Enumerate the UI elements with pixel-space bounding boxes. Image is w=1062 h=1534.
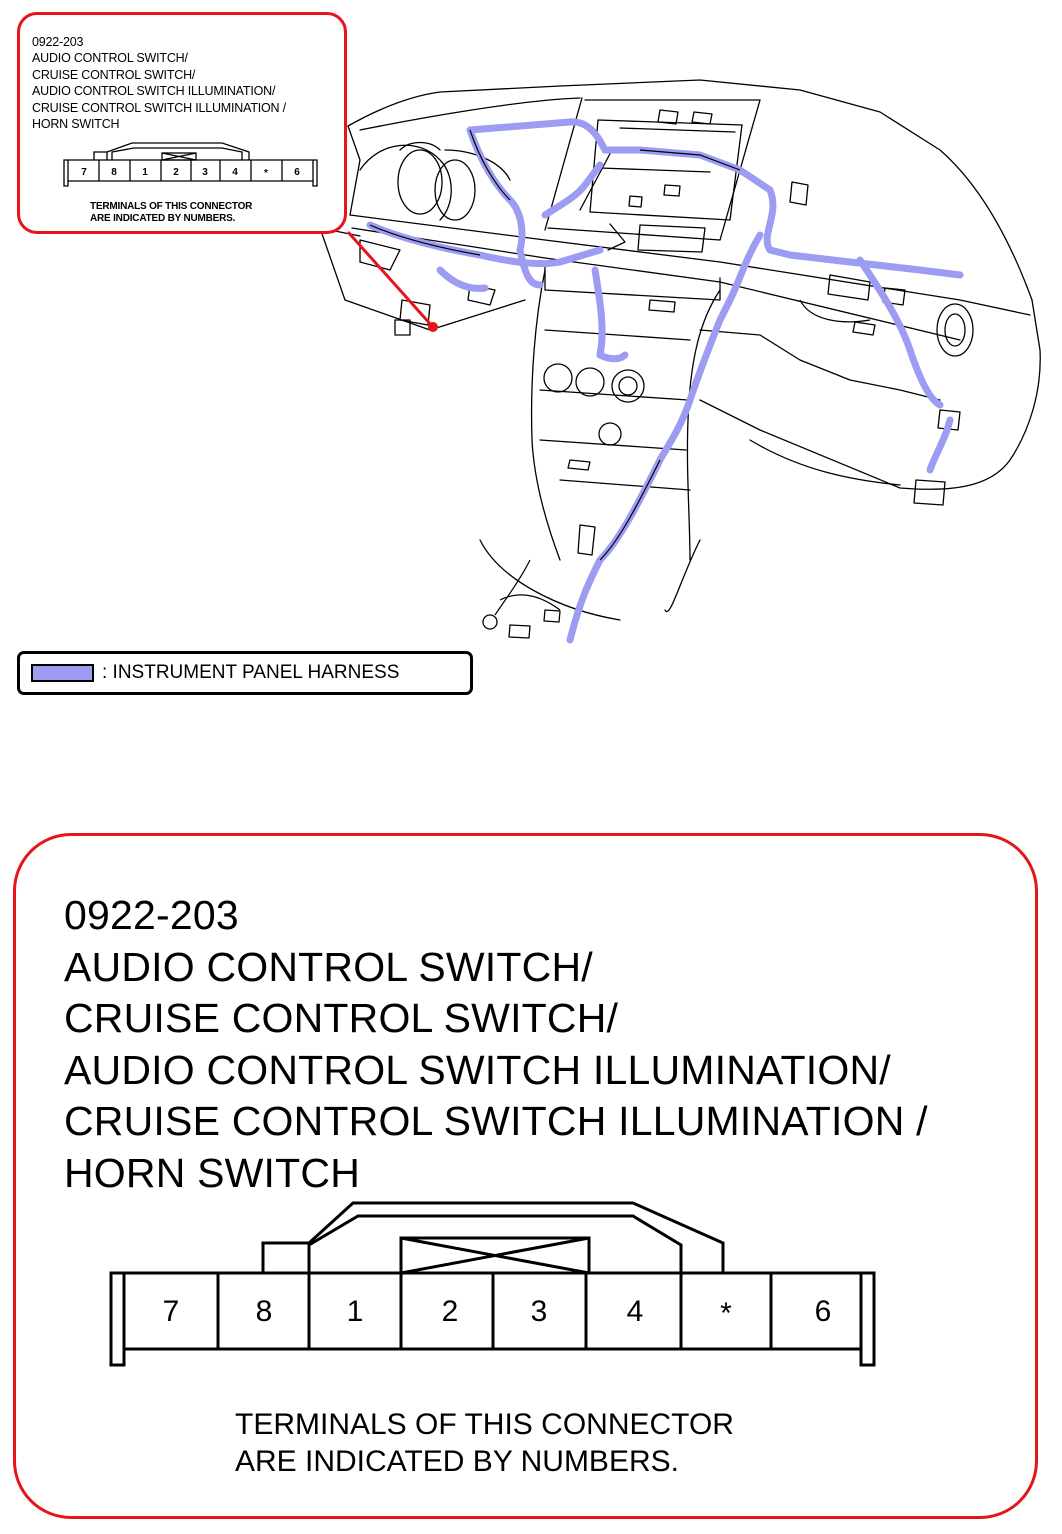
connector-name-large-2: CRUISE CONTROL SWITCH/	[64, 995, 619, 1041]
terminal-small-1: 1	[142, 167, 148, 178]
connector-name-5: HORN SWITCH	[32, 117, 120, 132]
terminal-small-7: 7	[81, 167, 87, 178]
terminal-7: 7	[163, 1295, 180, 1328]
harness-main	[366, 221, 604, 268]
connector-name-3: AUDIO CONTROL SWITCH ILLUMINATION/	[32, 84, 276, 99]
terminal-small-6: 6	[294, 167, 300, 178]
terminal-3: 3	[531, 1295, 548, 1328]
connector-name-2: CRUISE CONTROL SWITCH/	[32, 67, 196, 82]
connector-name-large-5: HORN SWITCH	[64, 1149, 361, 1196]
callout-leader-line	[346, 231, 434, 327]
dashboard-illustration	[319, 79, 1041, 644]
note-line-1: TERMINALS OF THIS CONNECTOR	[235, 1408, 734, 1441]
callout-large-text: 0922-203 AUDIO CONTROL SWITCH/ CRUISE CO…	[64, 890, 928, 1199]
terminal-8: 8	[256, 1295, 273, 1328]
connector-name-large-3: AUDIO CONTROL SWITCH ILLUMINATION/	[64, 1046, 891, 1093]
connector-code: 0922-203	[32, 35, 84, 49]
terminal-small-3: 3	[202, 167, 208, 178]
connector-code-large: 0922-203	[64, 892, 239, 938]
connector-face-small: 7 8 1 2 3 4 * 6	[63, 142, 318, 187]
connector-name-1: AUDIO CONTROL SWITCH/	[32, 51, 188, 66]
terminal-4: 4	[627, 1295, 644, 1328]
connector-name-4: CRUISE CONTROL SWITCH ILLUMINATION /	[32, 100, 286, 115]
terminal-1: 1	[347, 1295, 364, 1328]
harness-legend: : INSTRUMENT PANEL HARNESS	[17, 651, 473, 695]
terminal-small-8: 8	[111, 167, 117, 178]
callout-large-note: TERMINALS OF THIS CONNECTOR ARE INDICATE…	[235, 1406, 734, 1480]
harness-legend-label: : INSTRUMENT PANEL HARNESS	[102, 662, 400, 683]
terminal-small-2: 2	[173, 167, 179, 178]
connector-location-marker	[428, 322, 438, 332]
harness-color-swatch	[31, 664, 94, 682]
connector-name-large-4: CRUISE CONTROL SWITCH ILLUMINATION /	[64, 1098, 928, 1144]
terminal-star: *	[720, 1297, 732, 1330]
note-line-2: ARE INDICATED BY NUMBERS.	[235, 1445, 679, 1478]
terminal-2: 2	[442, 1295, 459, 1328]
callout-small-note: TERMINALS OF THIS CONNECTOR ARE INDICATE…	[90, 201, 253, 224]
terminal-small-4: 4	[232, 167, 238, 178]
connector-face-large: 7 8 1 2 3 4 * 6	[109, 1201, 876, 1367]
dashboard-outline	[347, 79, 1041, 490]
connector-name-large-1: AUDIO CONTROL SWITCH/	[64, 943, 593, 990]
terminal-6: 6	[815, 1295, 832, 1328]
terminal-small-star: *	[264, 168, 268, 179]
connector-callout-small: 0922-203 AUDIO CONTROL SWITCH/ CRUISE CO…	[17, 12, 347, 234]
callout-small-text: 0922-203 AUDIO CONTROL SWITCH/ CRUISE CO…	[32, 34, 286, 132]
terminal-cells-small	[98, 160, 283, 181]
connector-callout-large: 0922-203 AUDIO CONTROL SWITCH/ CRUISE CO…	[13, 833, 1038, 1519]
